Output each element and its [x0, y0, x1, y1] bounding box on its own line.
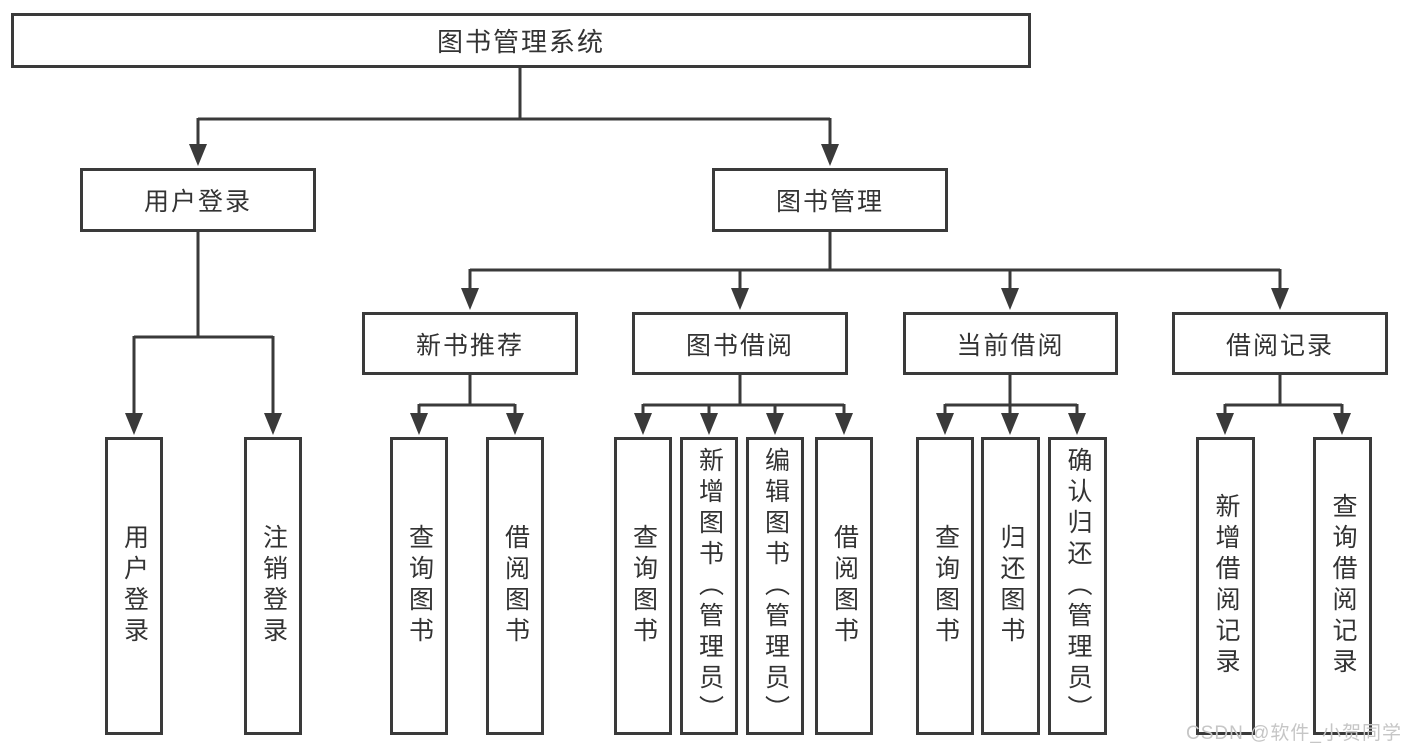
node-current-borrowing-label: 当前借阅 — [956, 331, 1065, 360]
node-user-login-label: 用户登录 — [143, 188, 252, 216]
node-root: 图书管理系统 — [11, 13, 1031, 68]
node-borrowing-records: 借阅记录 — [1172, 312, 1388, 375]
node-borrowing-records-label: 借阅记录 — [1225, 331, 1334, 360]
node-root-label: 图书管理系统 — [436, 27, 605, 57]
watermark: CSDN @软件_小贺同学 — [1186, 723, 1402, 744]
leaf-borrow-books-borrowing-label: 借阅图书 — [830, 524, 859, 648]
leaf-borrow-books-borrowing: 借阅图书 — [815, 437, 873, 735]
node-book-borrowing: 图书借阅 — [632, 312, 848, 375]
leaf-query-books-current-label: 查询图书 — [931, 524, 960, 648]
leaf-add-borrow-record-label: 新增借阅记录 — [1212, 493, 1240, 679]
node-new-book-recommend: 新书推荐 — [362, 312, 578, 375]
node-current-borrowing: 当前借阅 — [903, 312, 1118, 375]
leaf-query-books-borrowing: 查询图书 — [614, 437, 672, 735]
leaf-query-books-current: 查询图书 — [916, 437, 974, 735]
leaf-edit-books-admin-label: 编辑图书（管理员） — [761, 446, 790, 726]
node-book-management: 图书管理 — [712, 168, 948, 232]
leaf-add-borrow-record: 新增借阅记录 — [1196, 437, 1255, 735]
leaf-add-books-admin-label: 新增图书（管理员） — [695, 446, 724, 726]
node-user-login: 用户登录 — [80, 168, 316, 232]
leaf-logout: 注销登录 — [244, 437, 302, 735]
leaf-query-books-recommend-label: 查询图书 — [405, 524, 434, 648]
leaf-query-books-recommend: 查询图书 — [390, 437, 448, 735]
arrow-down-icons — [125, 144, 1351, 435]
leaf-edit-books-admin: 编辑图书（管理员） — [746, 437, 804, 735]
node-new-book-recommend-label: 新书推荐 — [415, 331, 524, 360]
leaf-query-borrow-record-label: 查询借阅记录 — [1329, 493, 1357, 679]
node-book-management-label: 图书管理 — [775, 188, 884, 216]
leaf-query-borrow-record: 查询借阅记录 — [1313, 437, 1372, 735]
node-book-borrowing-label: 图书借阅 — [685, 331, 794, 360]
leaf-confirm-return-admin: 确认归还（管理员） — [1048, 437, 1107, 735]
leaf-confirm-return-admin-label: 确认归还（管理员） — [1064, 446, 1092, 726]
tree-edges — [132, 68, 1344, 418]
leaf-return-books-label: 归还图书 — [997, 524, 1025, 648]
leaf-borrow-books-recommend-label: 借阅图书 — [501, 524, 530, 648]
leaf-return-books: 归还图书 — [981, 437, 1040, 735]
leaf-query-books-borrowing-label: 查询图书 — [629, 524, 658, 648]
leaf-borrow-books-recommend: 借阅图书 — [486, 437, 544, 735]
leaf-logout-label: 注销登录 — [259, 524, 288, 648]
leaf-add-books-admin: 新增图书（管理员） — [680, 437, 738, 735]
leaf-user-login: 用户登录 — [105, 437, 163, 735]
leaf-user-login-label: 用户登录 — [120, 524, 149, 648]
